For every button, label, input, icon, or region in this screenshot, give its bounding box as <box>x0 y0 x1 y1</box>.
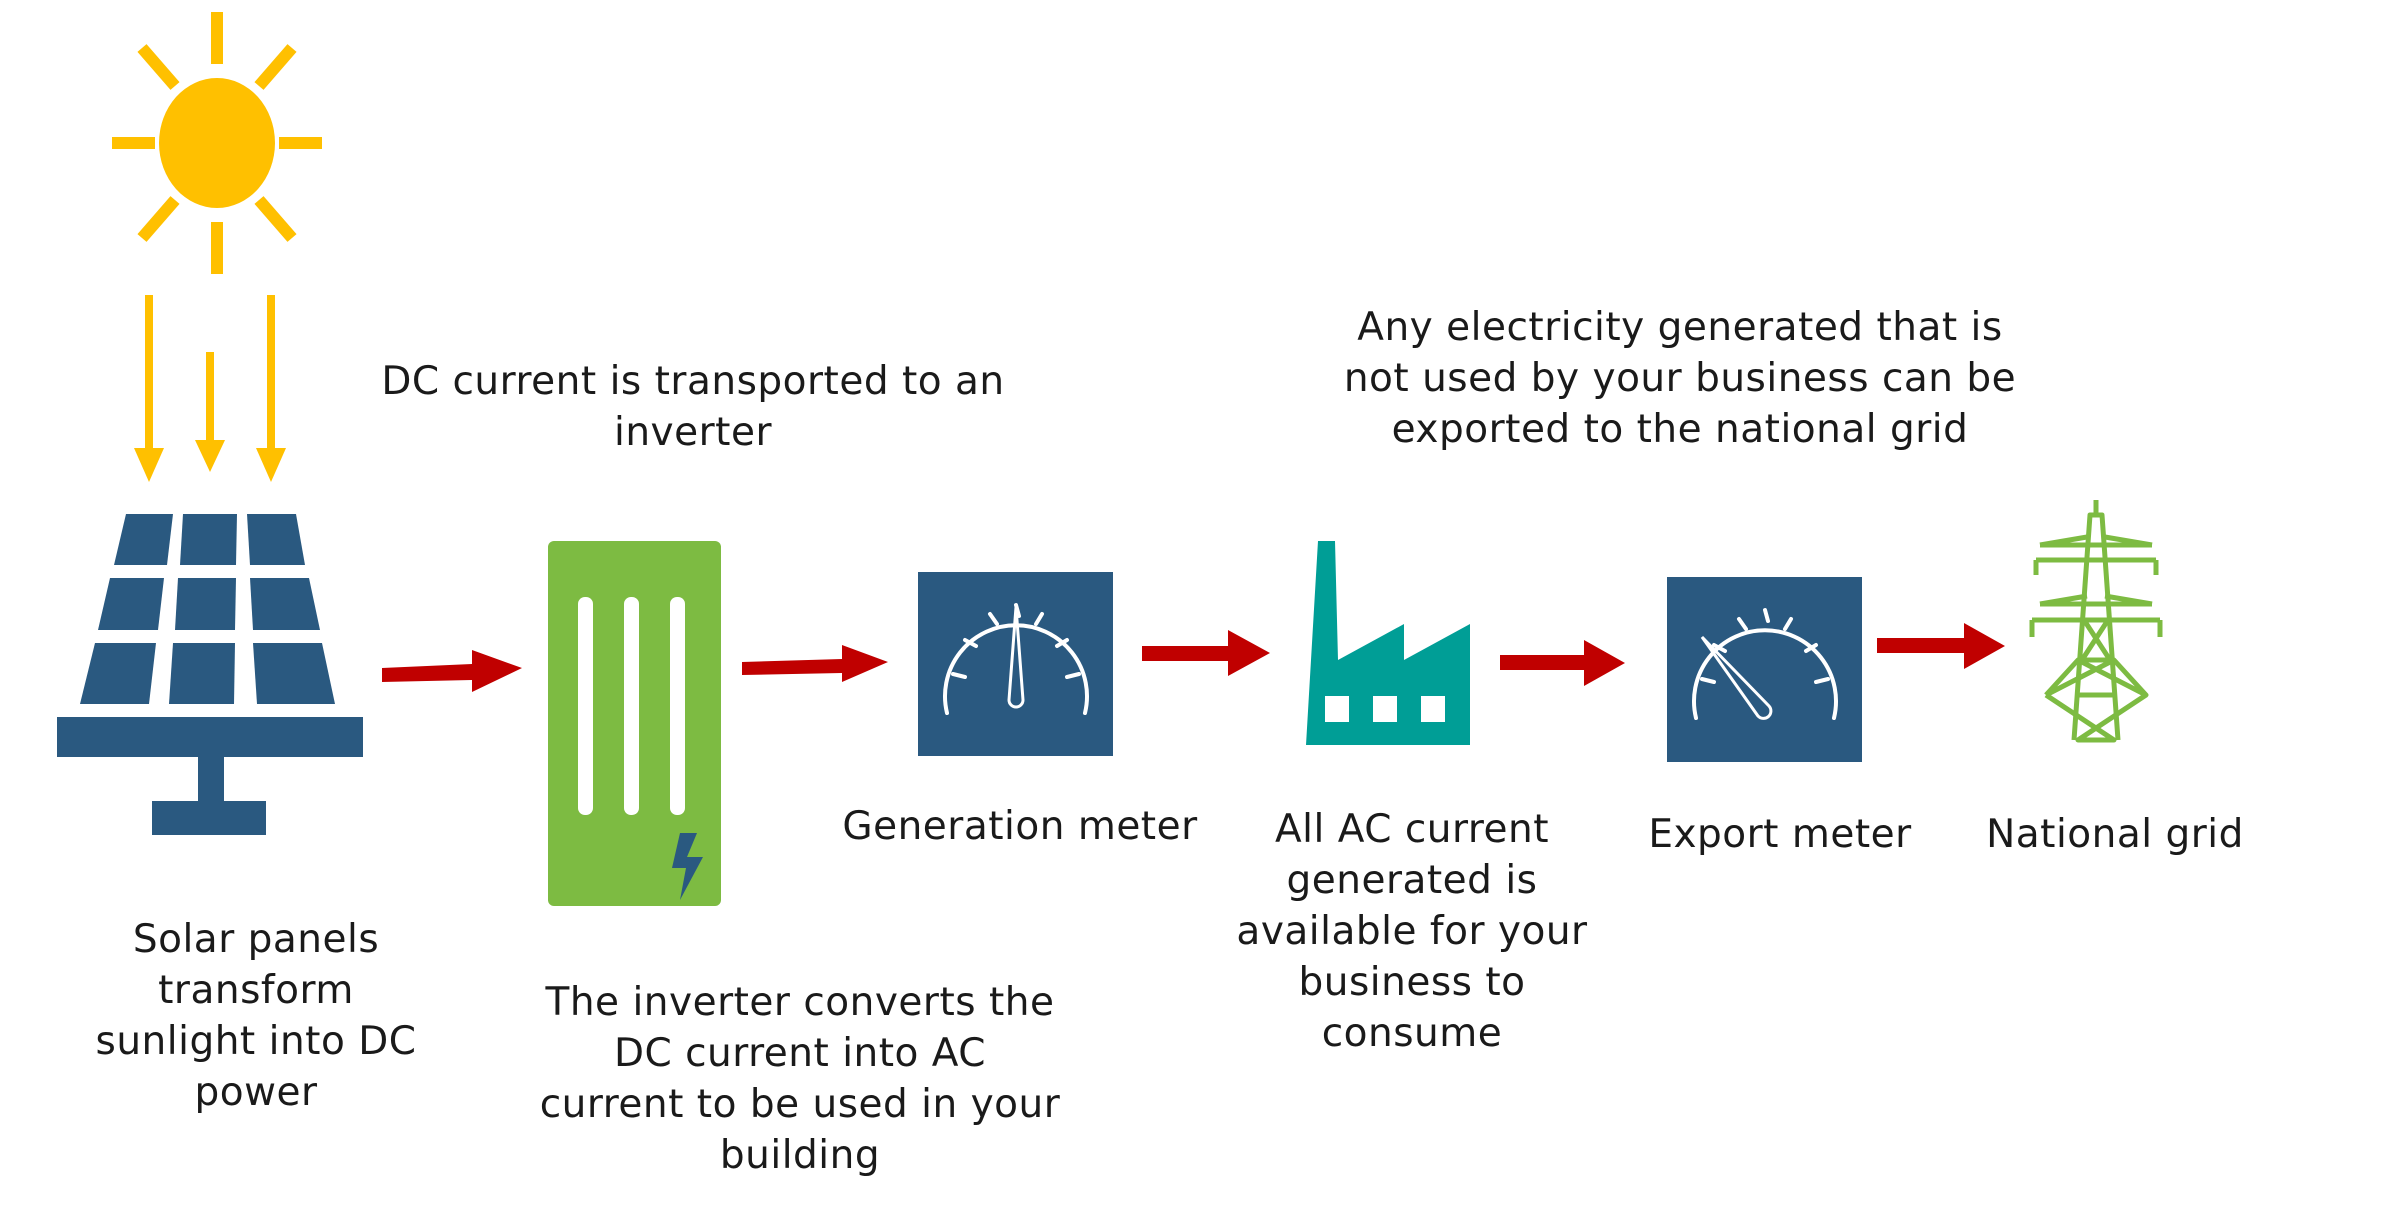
solar-panel-icon <box>57 514 363 835</box>
flow-arrow <box>1877 623 2005 669</box>
flow-arrow <box>1500 640 1625 686</box>
pylon-icon <box>2029 500 2163 743</box>
sunlight-arrow <box>134 295 164 482</box>
export-meter-label: Export meter <box>1648 812 1912 857</box>
flow-arrows <box>382 623 2005 692</box>
inverter-caption: The inverter converts the DC current int… <box>539 980 1061 1178</box>
generation-meter-label: Generation meter <box>842 804 1198 849</box>
sun-icon <box>112 12 322 274</box>
flow-arrow <box>1142 630 1270 676</box>
national-grid-label: National grid <box>1986 812 2244 857</box>
sunlight-arrows <box>134 295 286 482</box>
factory-icon <box>1306 541 1470 745</box>
dc-transport-caption: DC current is transported to an inverter <box>381 359 1005 455</box>
flow-arrow <box>742 645 888 682</box>
inverter-icon <box>548 541 721 906</box>
flow-arrow <box>382 650 522 692</box>
generation-meter-icon <box>918 572 1113 756</box>
ac-available-caption: All AC current generated is available fo… <box>1236 807 1588 1056</box>
sunlight-arrow <box>256 295 286 482</box>
lightning-icon <box>672 833 703 900</box>
sunlight-arrow <box>195 352 225 472</box>
export-meter-icon <box>1667 577 1862 762</box>
solar-panels-caption: Solar panels transform sunlight into DC … <box>95 917 417 1115</box>
export-info-caption: Any electricity generated that is not us… <box>1343 305 2017 452</box>
